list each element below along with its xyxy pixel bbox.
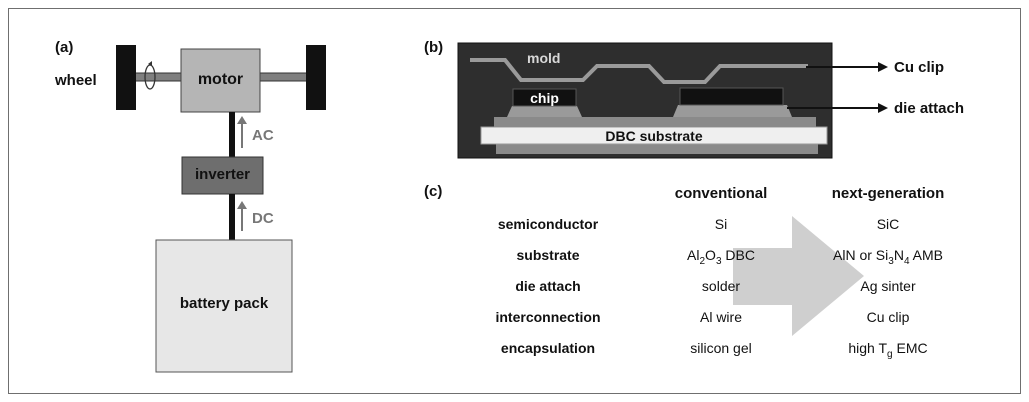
header-next-generation: next-generation — [831, 185, 945, 202]
cu-clip-label: Cu clip — [894, 59, 945, 76]
left-chip — [512, 88, 577, 107]
panel-a-label: (a) — [55, 39, 74, 56]
panel-a-diagram — [116, 45, 326, 373]
battery-label: battery pack — [179, 295, 269, 312]
right-die-attach — [673, 105, 792, 117]
left-wheel — [116, 45, 136, 110]
row-label-substrate: substrate — [516, 247, 580, 263]
next-die-attach: Ag sinter — [860, 278, 916, 294]
die-attach-label: die attach — [894, 100, 965, 117]
next-substrate: AlN or Si3N4 AMB — [833, 247, 943, 267]
ac-label: AC — [252, 127, 274, 144]
conventional-encapsulation: silicon gel — [690, 340, 752, 356]
panel-b-label: (b) — [424, 39, 444, 56]
conventional-interconnection: Al wire — [699, 309, 742, 325]
row-label-die-attach: die attach — [515, 278, 581, 294]
die-attach-pointer-icon — [878, 103, 888, 113]
left-die-attach — [507, 106, 582, 117]
cu-clip — [470, 58, 808, 84]
row-label-encapsulation: encapsulation — [500, 340, 596, 356]
cu-clip-pointer-icon — [878, 62, 888, 72]
conventional-semiconductor: Si — [714, 216, 728, 232]
substrate-upper-layer — [494, 117, 816, 127]
dc-label: DC — [252, 210, 274, 227]
conventional-die-attach: solder — [701, 278, 741, 294]
battery-box — [155, 239, 293, 373]
panel-c-label: (c) — [424, 183, 443, 200]
mold-label: mold — [527, 50, 561, 66]
dbc-substrate-label: DBC substrate — [605, 128, 703, 144]
inverter-box — [181, 156, 264, 195]
inverter-battery-link — [229, 194, 235, 240]
row-label-interconnection: interconnection — [495, 309, 601, 325]
next-semiconductor: SiC — [876, 216, 900, 232]
row-label-semiconductor: semiconductor — [497, 216, 599, 232]
chip-label: chip — [530, 90, 559, 106]
next-interconnection: Cu clip — [866, 309, 910, 325]
header-conventional: conventional — [674, 185, 768, 202]
dc-arrow-icon — [237, 201, 247, 209]
big-arrow-icon — [733, 216, 864, 336]
motor-box — [180, 48, 261, 113]
inverter-label: inverter — [194, 166, 251, 183]
right-chip — [679, 87, 784, 106]
next-encapsulation: high Tg EMC — [848, 340, 928, 360]
motor-label: motor — [197, 71, 244, 88]
motor-inverter-link — [229, 112, 235, 157]
substrate-lower-layer — [496, 144, 818, 154]
right-wheel — [306, 45, 326, 110]
wheel-label: wheel — [55, 72, 97, 89]
conventional-substrate: Al2O3 DBC — [687, 247, 755, 267]
ac-arrow-icon — [237, 116, 247, 124]
